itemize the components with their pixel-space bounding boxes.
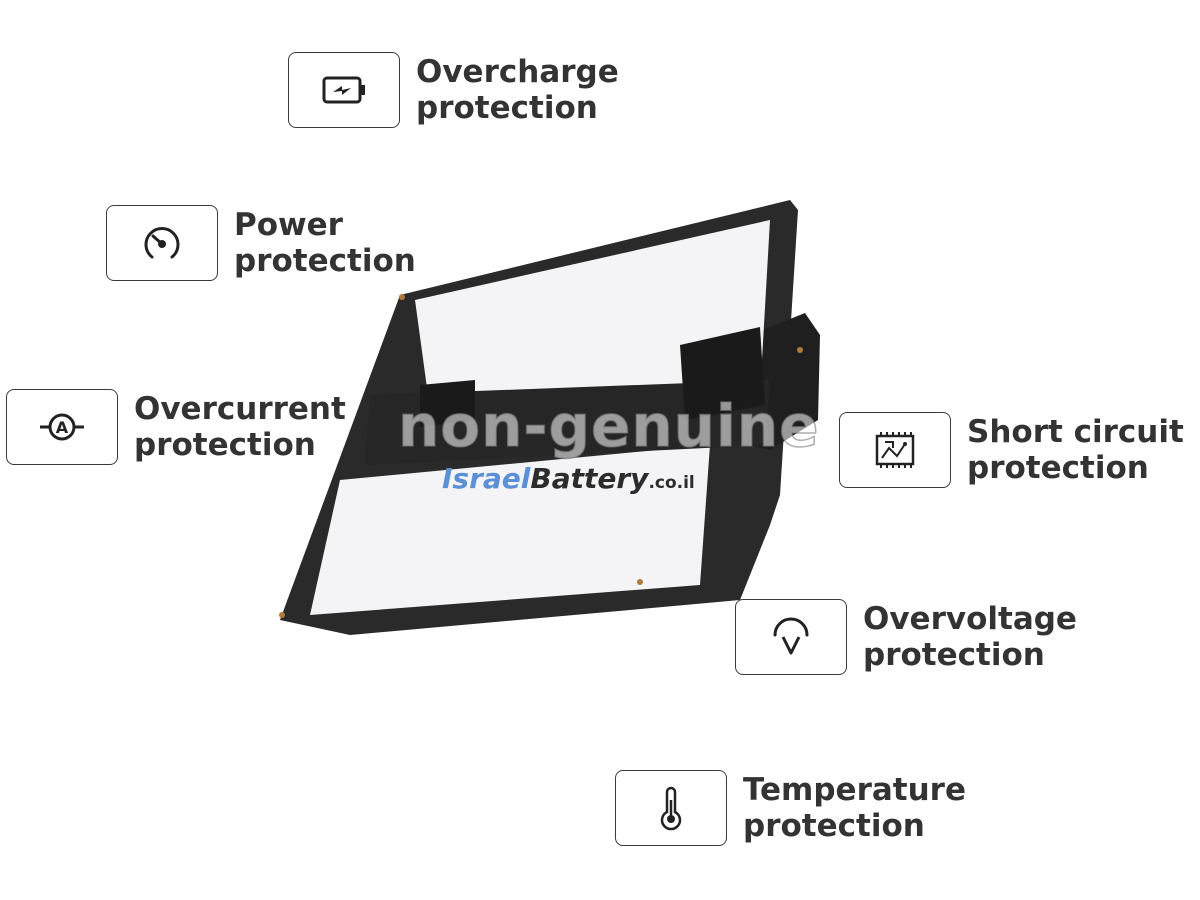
overvoltage-line-1: Overvoltage: [863, 601, 1077, 637]
short-circuit-line-1: Short circuit: [967, 414, 1184, 450]
overcharge-label: Overcharge protection: [416, 54, 619, 126]
overcurrent-label: Overcurrent protection: [134, 391, 346, 463]
battery-connector-tab: [750, 313, 820, 450]
feature-power: Power protection: [106, 205, 416, 281]
battery-clip: [420, 380, 475, 427]
short-circuit-line-2: protection: [967, 450, 1149, 486]
short-circuit-icon-box: [839, 412, 951, 488]
overcharge-line-2: protection: [416, 90, 598, 126]
overvoltage-line-2: protection: [863, 637, 1045, 673]
overvoltage-icon-box: [735, 599, 847, 675]
feature-overvoltage: Overvoltage protection: [735, 599, 1077, 675]
watermark-logo: IsraelBattery.co.il: [442, 462, 695, 495]
gauge-icon: [144, 227, 180, 259]
overvoltage-label: Overvoltage protection: [863, 601, 1077, 673]
overcharge-icon-box: [288, 52, 400, 128]
overcharge-line-1: Overcharge: [416, 54, 619, 90]
battery-connector-plate: [680, 327, 765, 420]
short-circuit-label: Short circuit protection: [967, 414, 1184, 486]
power-line-2: protection: [234, 243, 416, 279]
temperature-line-1: Temperature: [743, 772, 966, 808]
logo-part-2: Battery: [530, 462, 649, 495]
overcurrent-icon-box: A: [6, 389, 118, 465]
circuit-board-icon: [875, 432, 915, 468]
feature-temperature: Temperature protection: [615, 770, 966, 846]
feature-overcharge: Overcharge protection: [288, 52, 619, 128]
feature-overcurrent: A Overcurrent protection: [6, 389, 346, 465]
voltmeter-icon: [773, 617, 809, 655]
overcurrent-line-2: protection: [134, 427, 316, 463]
feature-short-circuit: Short circuit protection: [839, 412, 1184, 488]
battery-image: [279, 200, 820, 635]
temperature-icon-box: [615, 770, 727, 846]
temperature-label: Temperature protection: [743, 772, 966, 844]
overcurrent-line-1: Overcurrent: [134, 391, 346, 427]
battery-charge-icon: [322, 76, 365, 104]
power-label: Power protection: [234, 207, 416, 279]
logo-part-3: .co.il: [648, 473, 695, 493]
thermometer-icon: [660, 786, 682, 831]
power-line-1: Power: [234, 207, 343, 243]
svg-text:A: A: [56, 418, 69, 437]
watermark-text: non-genuine: [397, 391, 820, 461]
temperature-line-2: protection: [743, 808, 925, 844]
battery-cell-lower: [310, 445, 710, 615]
power-icon-box: [106, 205, 218, 281]
logo-part-1: Israel: [442, 462, 531, 495]
ammeter-icon: A: [40, 413, 84, 441]
